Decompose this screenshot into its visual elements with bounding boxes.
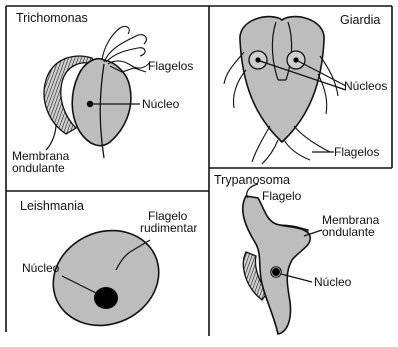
trypanosoma-nucleus [272, 268, 280, 276]
leishmania-flagelo-line2: rudimentar [140, 222, 197, 234]
trichomonas-membrane-pointer [46, 124, 56, 150]
trichomonas-membrana-label: Membrana ondulante [12, 150, 69, 174]
giardia-nucleos-label: Núcleos [344, 80, 387, 92]
trypanosoma-flagelo-label: Flagelo [262, 190, 301, 202]
trypanosoma-membrana-line2: ondulante [322, 226, 379, 238]
giardia-nucleus-right [293, 57, 298, 62]
trichomonas-nucleus [87, 101, 93, 107]
trypanosoma-title: Trypanosoma [214, 174, 290, 187]
trichomonas-nucleo-label: Núcleo [142, 98, 179, 110]
trypanosoma-nucleo-label: Núcleo [314, 276, 351, 288]
trichomonas-flagelos-label: Flagelos [148, 60, 193, 72]
giardia-body [240, 17, 324, 142]
leishmania-title: Leishmania [20, 200, 84, 213]
trichomonas-organism [44, 26, 150, 158]
giardia-title: Giardia [340, 14, 380, 27]
giardia-flagelos-label: Flagelos [334, 146, 379, 158]
giardia-nucleus-left [255, 57, 260, 62]
leishmania-flagelo-label: Flagelo rudimentar [140, 210, 197, 234]
leishmania-nucleus [94, 287, 118, 309]
trypanosoma-organism [243, 184, 322, 334]
trypanosoma-membrana-label: Membrana ondulante [322, 214, 379, 238]
giardia-organism [224, 17, 346, 164]
trichomonas-title: Trichomonas [16, 12, 88, 25]
leishmania-nucleo-label: Núcleo [22, 262, 59, 274]
trichomonas-membrana-line2: ondulante [12, 162, 69, 174]
